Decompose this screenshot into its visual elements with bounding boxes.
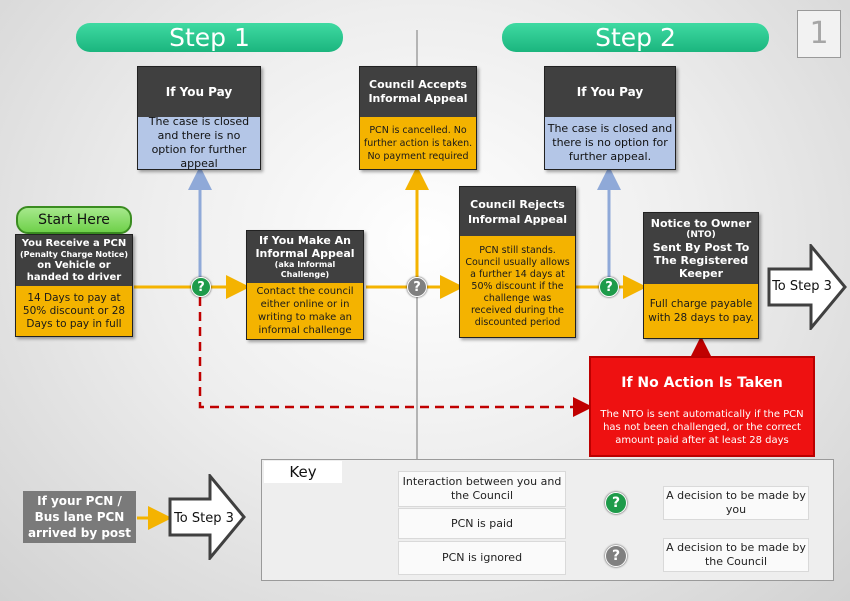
to-step3-label-post: To Step 3 bbox=[174, 510, 234, 526]
nto-title: Notice to Owner bbox=[650, 217, 752, 230]
no-action-body: The NTO is sent automatically if the PCN… bbox=[600, 409, 804, 446]
post-pcn-box: If your PCN / Bus lane PCN arrived by po… bbox=[23, 491, 136, 543]
receive-pcn-subtitle: (Penalty Charge Notice) bbox=[19, 249, 129, 259]
pay-1-body: The case is closed and there is no optio… bbox=[138, 115, 260, 170]
receive-pcn-title: You Receive a PCN bbox=[21, 237, 127, 249]
rejects-body: PCN still stands. Council usually allows… bbox=[460, 236, 575, 337]
no-action-title: If No Action Is Taken bbox=[621, 375, 783, 391]
no-action-box: If No Action Is Taken The NTO is sent au… bbox=[589, 356, 815, 457]
informal-appeal-box: If You Make An Informal Appeal (aka Info… bbox=[246, 230, 364, 340]
rejects-box: Council Rejects Informal Appeal PCN stil… bbox=[459, 186, 576, 338]
informal-appeal-body: Contact the council either online or in … bbox=[247, 283, 363, 339]
key-decision-you-label: A decision to be made by you bbox=[663, 486, 809, 520]
accepts-box: Council Accepts Informal Appeal PCN is c… bbox=[359, 66, 477, 170]
pay-1-title: If You Pay bbox=[165, 85, 233, 99]
informal-appeal-subtitle: (aka Informal Challenge) bbox=[274, 260, 336, 279]
nto-title2: Sent By Post To The Registered Keeper bbox=[652, 241, 750, 280]
key-paid-label: PCN is paid bbox=[398, 508, 566, 539]
key-decision-you-icon: ? bbox=[605, 492, 627, 514]
informal-appeal-title: If You Make An Informal Appeal bbox=[255, 234, 355, 260]
start-here-label: Start Here bbox=[16, 206, 132, 234]
nto-body: Full charge payable with 28 days to pay. bbox=[644, 284, 758, 338]
key-interaction-label: Interaction between you and the Council bbox=[398, 471, 566, 507]
page-number: 1 bbox=[797, 10, 841, 58]
receive-pcn-box: You Receive a PCN (Penalty Charge Notice… bbox=[15, 234, 133, 337]
pay-box-2: If You Pay The case is closed and there … bbox=[544, 66, 676, 170]
accepts-body: PCN is cancelled. No further action is t… bbox=[360, 117, 476, 169]
step2-banner: Step 2 bbox=[502, 23, 769, 52]
nto-abbr: (NTO) bbox=[686, 230, 716, 240]
pay-2-title: If You Pay bbox=[576, 85, 644, 99]
decision-you-icon-1: ? bbox=[191, 277, 211, 297]
pay-2-body: The case is closed and there is no optio… bbox=[545, 117, 675, 169]
to-step3-arrow-post bbox=[168, 474, 246, 560]
key-title: Key bbox=[264, 461, 342, 483]
rejects-title: Council Rejects Informal Appeal bbox=[467, 197, 568, 226]
nto-box: Notice to Owner (NTO) Sent By Post To Th… bbox=[643, 212, 759, 339]
step1-banner: Step 1 bbox=[76, 23, 343, 52]
to-step3-label-main: To Step 3 bbox=[772, 278, 832, 294]
accepts-title: Council Accepts Informal Appeal bbox=[368, 78, 468, 105]
key-decision-council-icon: ? bbox=[605, 545, 627, 567]
decision-council-icon-1: ? bbox=[407, 277, 427, 297]
receive-pcn-title2: on Vehicle or handed to driver bbox=[26, 259, 122, 283]
key-decision-council-label: A decision to be made by the Council bbox=[663, 538, 809, 572]
receive-pcn-body: 14 Days to pay at 50% discount or 28 Day… bbox=[16, 286, 132, 336]
arrow-ignored bbox=[198, 297, 593, 417]
decision-you-icon-2: ? bbox=[599, 277, 619, 297]
to-step3-arrow-main bbox=[767, 244, 847, 330]
pay-box-1: If You Pay The case is closed and there … bbox=[137, 66, 261, 170]
key-ignored-label: PCN is ignored bbox=[398, 541, 566, 575]
